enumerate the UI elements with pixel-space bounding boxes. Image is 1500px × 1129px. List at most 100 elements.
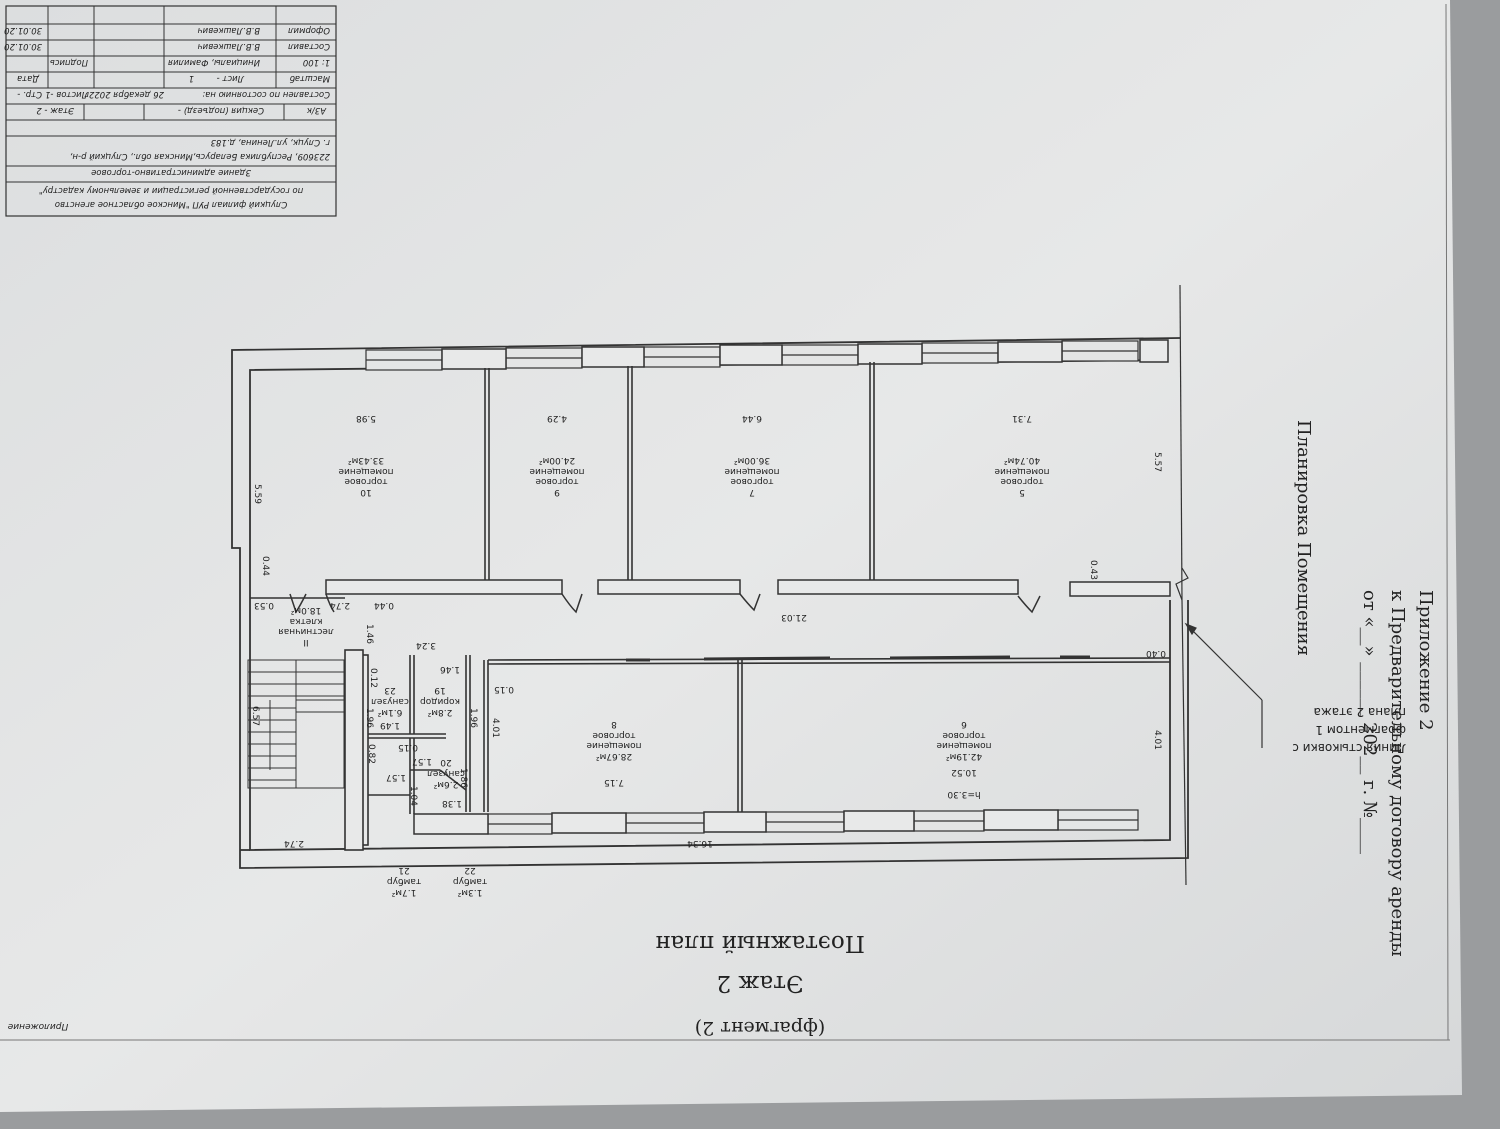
dim-146b: 1.46 (440, 664, 460, 674)
svg-text:тамбур: тамбур (387, 876, 421, 886)
dim-196: 1.96 (364, 708, 374, 728)
title-stamp: Слуцкий филиал РУП "Минское областное аг… (4, 5, 337, 217)
stamp-initials-label: Инициалы, Фамилия (168, 57, 260, 67)
dim-149: 1.49 (380, 720, 400, 730)
room-labels: 10 торговое помещение 33.43м² 5.98 9 тор… (278, 413, 1049, 897)
dim-186: 1.86 (458, 768, 468, 788)
dim-012: 0.12 (368, 668, 378, 688)
svg-text:6.44: 6.44 (742, 413, 762, 423)
svg-text:10: 10 (360, 487, 372, 497)
plan-fragment: (фрагмент 2) (695, 1017, 825, 1039)
room-23-label: 6.1м² санузел 23 (371, 685, 409, 717)
svg-text:23: 23 (384, 685, 395, 695)
svg-text:9: 9 (554, 487, 560, 497)
svg-text:II: II (303, 637, 308, 647)
dim-324: 3.24 (416, 640, 436, 650)
svg-text:плана 2 этажа: плана 2 этажа (1314, 705, 1406, 719)
stamp-sheet-label: Лист - (217, 73, 245, 83)
dim-138: 1.38 (442, 798, 462, 808)
dim-015b: 0.15 (398, 742, 418, 752)
svg-text:торговое: торговое (730, 476, 774, 486)
room-20-label: 2.6м² санузел 20 (427, 757, 465, 789)
room-6-label: h=3.30 10.52 42.19м² помещение торговое … (936, 719, 991, 799)
svg-text:торговое: торговое (942, 730, 986, 740)
svg-text:1.7м²: 1.7м² (391, 887, 416, 897)
svg-text:5: 5 (1019, 487, 1025, 497)
svg-text:тамбур: тамбур (453, 876, 487, 886)
room-7-label: 7 торговое помещение 36.00м² 6.44 (724, 413, 779, 497)
appendix-header: Приложение 2 к Предварительному договору… (1293, 420, 1436, 957)
stamp-drawn-name: В.В.Лашкевич (198, 25, 260, 35)
room-19-label: 2.8м² коридор 19 (420, 685, 460, 717)
svg-text:18.0м²: 18.0м² (290, 605, 321, 615)
dim-657: 6.57 (250, 706, 260, 726)
svg-text:2.6м²: 2.6м² (433, 779, 458, 789)
room-5-label: 5 торговое помещение 40.74м² 7.31 (994, 413, 1049, 497)
svg-text:6.1м²: 6.1м² (377, 707, 402, 717)
footer-note: Приложение (7, 1021, 68, 1031)
dim-left-h2: 5.57 (1152, 452, 1162, 472)
dim-196b: 1.96 (468, 708, 478, 728)
stamp-sign-label: Подпись (50, 57, 88, 67)
joint-line-note: Линия стыковки с фрагментом 1 плана 2 эт… (1292, 705, 1406, 755)
dim-left-h1: 5.59 (252, 484, 262, 504)
stamp-sheets: Листов -1 (45, 89, 89, 99)
dimension-labels: 21.03 16.34 5.59 5.57 0.44 0.53 2.74 0.4… (250, 452, 1166, 848)
stamp-composed-label: Составил (287, 41, 330, 51)
svg-text:лестничная: лестничная (278, 626, 333, 636)
svg-text:торговое: торговое (535, 476, 579, 486)
stamp-address1: 223609, Республика Беларусь,Минская обл.… (70, 151, 330, 161)
dim-044b: 0.44 (374, 600, 394, 610)
stamp-scale-label: Масштаб (290, 73, 330, 83)
svg-text:36.00м²: 36.00м² (734, 455, 771, 465)
stamp-drawn-date: 30.01.20 (4, 25, 42, 35)
room-10-label: 10 торговое помещение 33.43м² 5.98 (338, 413, 393, 497)
dim-104: 1.04 (408, 786, 418, 806)
svg-text:6: 6 (961, 719, 967, 729)
svg-text:1.3м²: 1.3м² (457, 887, 482, 897)
svg-text:4.29: 4.29 (547, 413, 567, 423)
svg-text:фрагментом 1: фрагментом 1 (1315, 723, 1406, 737)
svg-text:помещение: помещение (586, 740, 641, 750)
layout-heading: Планировка Помещения (1293, 420, 1314, 656)
svg-text:коридор: коридор (420, 696, 460, 706)
svg-text:санузел: санузел (427, 768, 465, 778)
stamp-date: 26 декабря 2022г. (82, 89, 164, 99)
stamp-sheet-num: 1 (189, 73, 194, 83)
dim-082: 0.82 (366, 744, 376, 764)
svg-text:20: 20 (440, 757, 452, 767)
svg-text:торговое: торговое (344, 476, 388, 486)
dim-040: 0.40 (1146, 648, 1166, 658)
room-II-label: II лестничная клетка 18.0м² (278, 605, 333, 647)
dim-274b: 2.74 (284, 838, 304, 848)
stamp-composed-date: 30.01.20 (4, 41, 42, 51)
svg-text:7: 7 (749, 487, 755, 497)
svg-text:19: 19 (434, 685, 446, 695)
dim-043: 0.43 (1088, 560, 1098, 580)
svg-text:28.67м²: 28.67м² (596, 751, 633, 761)
appendix-line1: Приложение 2 (1415, 590, 1436, 731)
svg-text:10.52: 10.52 (951, 767, 977, 777)
stamp-org2: по государственной регистрации и земельн… (39, 185, 304, 195)
plan-main: Поэтажный план (655, 930, 865, 956)
dim-146: 1.46 (364, 624, 374, 644)
svg-text:h=3.30: h=3.30 (947, 789, 981, 799)
dim-outer-right: 16.34 (687, 838, 713, 848)
svg-text:21: 21 (398, 865, 409, 875)
svg-text:санузел: санузел (371, 696, 409, 706)
dim-401: 4.01 (490, 718, 500, 738)
dim-015: 0.15 (494, 684, 514, 694)
dim-157: 1.57 (386, 772, 406, 782)
svg-text:клетка: клетка (290, 616, 323, 626)
svg-text:8: 8 (611, 719, 617, 729)
svg-text:5.98: 5.98 (356, 413, 376, 423)
svg-text:помещение: помещение (724, 466, 779, 476)
svg-text:торговое: торговое (592, 730, 636, 740)
svg-text:7.15: 7.15 (604, 777, 624, 787)
svg-text:7.31: 7.31 (1012, 413, 1032, 423)
svg-text:помещение: помещение (936, 740, 991, 750)
svg-text:помещение: помещение (338, 466, 393, 476)
svg-text:Линия стыковки с: Линия стыковки с (1292, 741, 1406, 755)
